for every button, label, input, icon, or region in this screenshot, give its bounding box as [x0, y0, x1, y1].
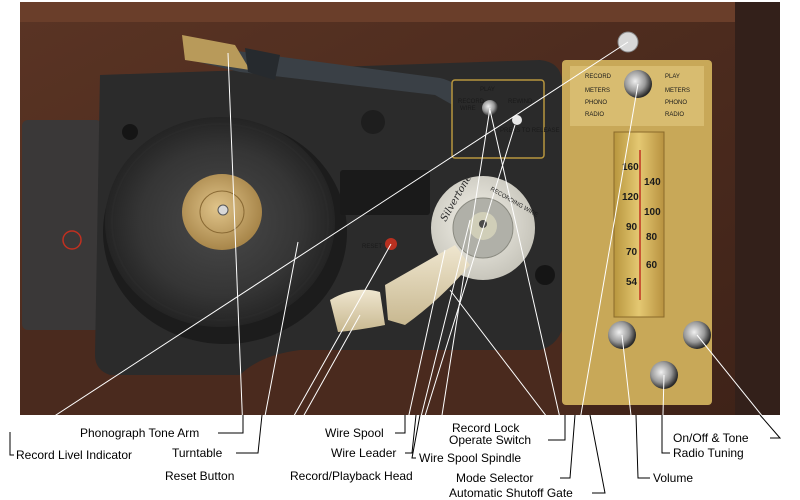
- tuning-dial: [613, 131, 665, 318]
- tone-arm-grip: [245, 48, 280, 80]
- panel-rewind-text: REWIND: [508, 99, 533, 105]
- tone-arm-rest: [361, 110, 385, 134]
- label-automatic-shutoff-gate: Automatic Shutoff Gate: [449, 486, 573, 500]
- dial-left-1: 160: [622, 162, 639, 173]
- band-row-1: METERS: [585, 88, 610, 94]
- label-wire-spool: Wire Spool: [325, 426, 384, 440]
- record-lock-button: [512, 115, 522, 125]
- automatic-shutoff-gate: [385, 245, 470, 325]
- band-row-3-right: RADIO: [665, 112, 684, 118]
- reset-text: RESET: [362, 244, 382, 250]
- dial-right-4: 60: [646, 260, 658, 271]
- dial-right-3: 80: [646, 232, 658, 243]
- label-turntable: Turntable: [172, 446, 223, 460]
- dial-right-1: 140: [644, 177, 661, 188]
- deck-knob-left: [122, 124, 138, 140]
- band-row-2-right: PHONO: [665, 100, 687, 106]
- leader-reset: [246, 243, 392, 477]
- radio-header-left: RECORD: [585, 74, 612, 80]
- band-row-2: PHONO: [585, 100, 607, 106]
- leader-lines-below: [9, 414, 782, 494]
- label-wire-leader: Wire Leader: [331, 446, 397, 460]
- panel-play-text: PLAY: [480, 87, 495, 93]
- label-operate-switch: Operate Switch: [449, 433, 532, 447]
- label-reset-button: Reset Button: [165, 469, 235, 483]
- dial-right-2: 100: [644, 207, 661, 218]
- dial-left-3: 90: [626, 222, 638, 233]
- label-radio-tuning: Radio Tuning: [673, 446, 744, 460]
- panel-wire-text: WIRE: [460, 106, 476, 112]
- cabinet-right-edge: [735, 2, 780, 415]
- dial-left-2: 120: [622, 192, 639, 203]
- left-compartment: [22, 120, 102, 330]
- tone-arm-head: [182, 35, 250, 70]
- deck-knob-right: [535, 265, 555, 285]
- band-row-1-right: METERS: [665, 88, 690, 94]
- label-phonograph-tone-arm: Phonograph Tone Arm: [80, 426, 200, 440]
- turntable-groove: [111, 123, 329, 321]
- panel-record-text: RECORD: [458, 99, 485, 105]
- cabinet-top-edge: [20, 2, 780, 22]
- label-volume: Volume: [653, 471, 694, 485]
- label-wire-spool-spindle: Wire Spool Spindle: [419, 451, 522, 465]
- band-row-3: RADIO: [585, 112, 604, 118]
- compartment-ring: [62, 230, 82, 250]
- label-mode-selector: Mode Selector: [456, 471, 534, 485]
- label-record-level-indicator: Record Livel Indicator: [16, 448, 133, 462]
- spindle: [217, 204, 229, 216]
- leader-record-lock: [439, 107, 491, 429]
- label-record-lock: Record Lock: [452, 421, 520, 435]
- record-playback-head: [330, 289, 385, 332]
- dial-left-4: 70: [626, 247, 638, 258]
- label-on-off-tone: On/Off & Tone: [673, 431, 749, 445]
- panel-press-text: PRESS TO RELEASE: [500, 128, 559, 134]
- radio-header-right: PLAY: [665, 74, 680, 80]
- dial-left-5: 54: [626, 277, 638, 288]
- label-record-playback-head: Record/Playback Head: [290, 469, 413, 483]
- indicator-window: [340, 170, 430, 215]
- leader-head: [269, 314, 361, 477]
- label-ring: [199, 190, 245, 234]
- control-plate: [451, 79, 545, 159]
